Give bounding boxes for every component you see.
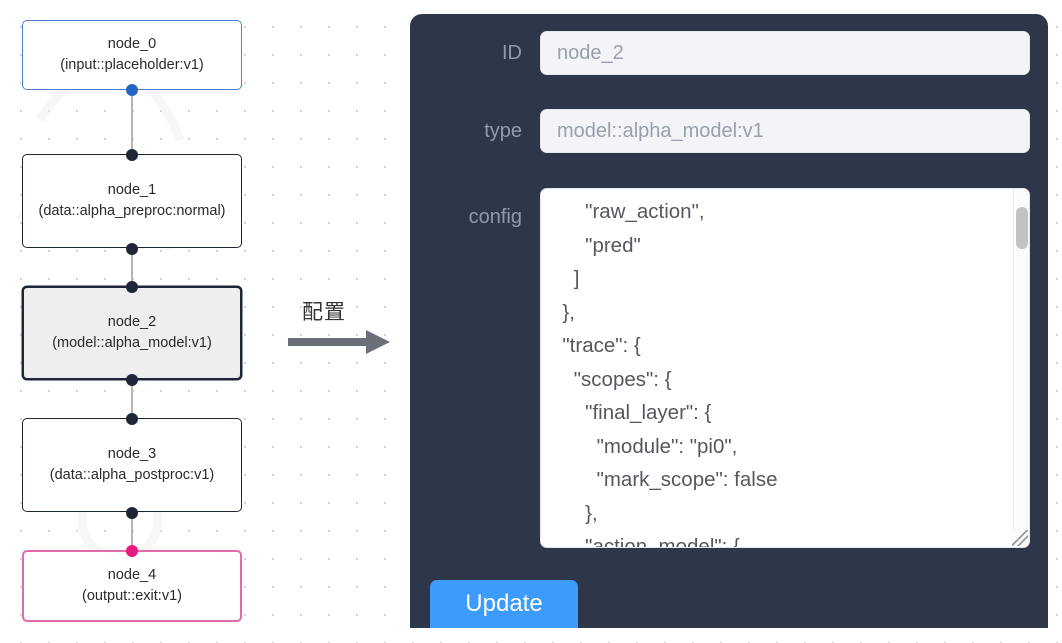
- node-id-label: node_1: [107, 181, 157, 198]
- graph-node-node_4[interactable]: node_4 (output::exit:v1): [22, 550, 242, 622]
- handle-node2-source[interactable]: [126, 374, 138, 386]
- handle-node2-target[interactable]: [126, 281, 138, 293]
- edge-node2-node3: [131, 372, 133, 420]
- graph-node-node_0[interactable]: node_0 (input::placeholder:v1): [22, 20, 242, 90]
- id-input[interactable]: node_2: [540, 31, 1030, 75]
- config-textarea[interactable]: "raw_action", "pred" ] }, "trace": { "sc…: [562, 200, 778, 547]
- update-button[interactable]: Update: [430, 580, 578, 628]
- handle-node4-target[interactable]: [126, 545, 138, 557]
- arrow-right-icon: [288, 330, 390, 354]
- node-config-panel: ID node_2 type model::alpha_model:v1 con…: [410, 14, 1048, 628]
- node-type-label: (output::exit:v1): [82, 588, 182, 604]
- field-row-id: ID node_2: [430, 31, 1030, 75]
- handle-node0-source[interactable]: [126, 84, 138, 96]
- resize-handle-icon[interactable]: [1012, 530, 1028, 546]
- node-type-label: (data::alpha_preproc:normal): [38, 203, 226, 219]
- config-textarea-wrapper[interactable]: "raw_action", "pred" ] }, "trace": { "sc…: [540, 188, 1030, 548]
- type-field-label: type: [484, 119, 522, 142]
- handle-node1-target[interactable]: [126, 149, 138, 161]
- config-field-label: config: [468, 206, 522, 228]
- field-row-config: config "raw_action", "pred" ] }, "trace"…: [430, 188, 1030, 548]
- field-row-type: type model::alpha_model:v1: [430, 109, 1030, 153]
- handle-node3-source[interactable]: [126, 507, 138, 519]
- node-id-label: node_0: [107, 35, 157, 52]
- node-id-label: node_2: [107, 313, 157, 330]
- graph-node-node_3[interactable]: node_3 (data::alpha_postproc:v1): [22, 418, 242, 512]
- node-graph[interactable]: node_0 (input::placeholder:v1) node_1 (d…: [0, 0, 400, 643]
- node-id-label: node_4: [107, 566, 157, 583]
- node-id-label: node_3: [107, 445, 157, 462]
- node-type-label: (input::placeholder:v1): [60, 57, 204, 73]
- transition-label: 配置: [302, 300, 346, 324]
- graph-node-node_1[interactable]: node_1 (data::alpha_preproc:normal): [22, 154, 242, 248]
- graph-node-node_2[interactable]: node_2 (model::alpha_model:v1): [22, 286, 242, 380]
- edge-node0-node1: [131, 88, 133, 160]
- config-scrollbar[interactable]: [1013, 189, 1029, 547]
- handle-node3-target[interactable]: [126, 413, 138, 425]
- node-type-label: (model::alpha_model:v1): [52, 335, 212, 351]
- type-input[interactable]: model::alpha_model:v1: [540, 109, 1030, 153]
- edge-node1-node2: [131, 242, 133, 290]
- node-type-label: (data::alpha_postproc:v1): [49, 467, 215, 483]
- edge-node3-node4: [131, 508, 133, 550]
- transition-annotation: 配置: [288, 296, 398, 358]
- config-scrollbar-thumb[interactable]: [1016, 207, 1028, 249]
- handle-node1-source[interactable]: [126, 243, 138, 255]
- id-field-label: ID: [502, 41, 522, 64]
